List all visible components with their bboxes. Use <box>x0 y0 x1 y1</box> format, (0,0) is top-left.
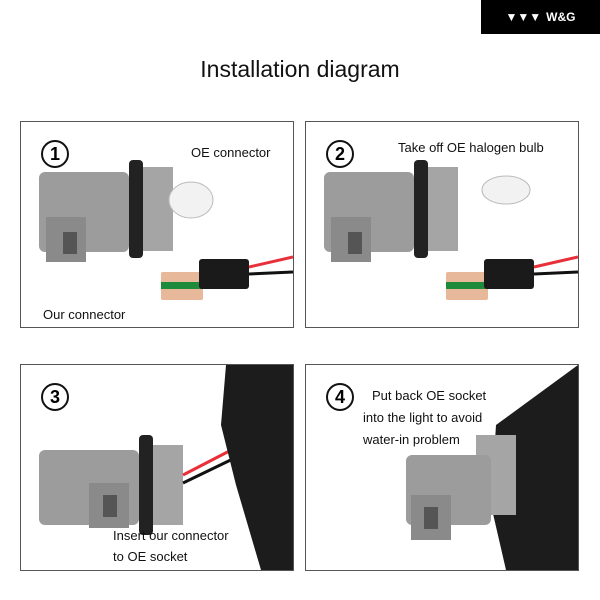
step-3-panel: 3 Insert our connector to OE socket <box>20 364 294 571</box>
socket-and-connector-illustration <box>39 160 293 300</box>
step-2-panel: 2 Take off OE halogen bulb <box>305 121 579 328</box>
caption-our-connector: Our connector <box>43 307 126 322</box>
insert-connector-illustration <box>39 365 293 570</box>
step-number: 3 <box>41 383 69 411</box>
caption-put-back-line-2: into the light to avoid <box>363 410 483 425</box>
caption-insert-line-2: to OE socket <box>113 549 188 564</box>
caption-insert-line-1: Insert our connector <box>113 528 229 543</box>
socket-in-light-illustration <box>406 365 578 570</box>
step-number: 4 <box>326 383 354 411</box>
bulb-removal-illustration <box>324 160 578 300</box>
caption-oe-connector: OE connector <box>191 145 271 160</box>
brand-name: W&G <box>546 10 576 24</box>
step-1-panel: 1 OE connector Our connector <box>20 121 294 328</box>
page-title: Installation diagram <box>200 56 400 82</box>
caption-put-back-line-3: water-in problem <box>363 432 460 447</box>
caption-take-off-bulb: Take off OE halogen bulb <box>398 140 544 155</box>
step-number: 1 <box>41 140 69 168</box>
brand-logo: ▼▼▼ W&G <box>481 0 600 34</box>
triangles-logo-icon: ▼▼▼ <box>505 10 542 24</box>
step-number: 2 <box>326 140 354 168</box>
step-4-panel: 4 Put back OE socket into the light to a… <box>305 364 579 571</box>
caption-put-back-line-1: Put back OE socket <box>372 388 487 403</box>
